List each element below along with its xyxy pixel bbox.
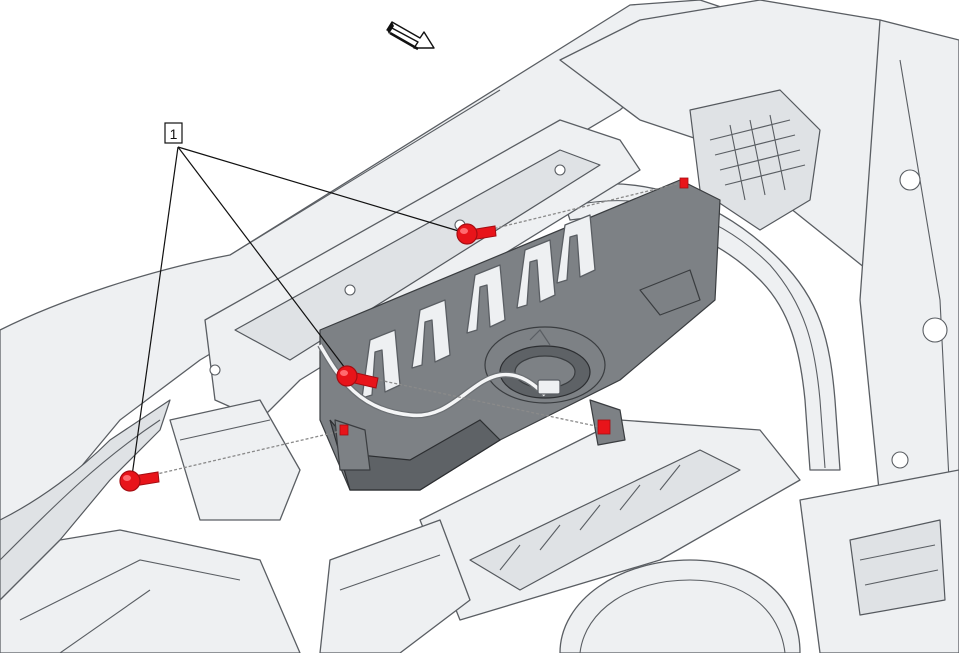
view-direction-arrow-icon xyxy=(386,21,435,51)
fastener-bolt-lower xyxy=(119,470,160,492)
callout-1: 1 xyxy=(164,122,183,144)
fastener-hole-middle xyxy=(597,419,611,435)
fastener-bolt-upper xyxy=(456,223,497,245)
callout-leader-lines xyxy=(131,146,463,477)
callout-label: 1 xyxy=(170,126,178,142)
fastener-bolt-middle xyxy=(336,365,379,389)
fastener-hole-lower xyxy=(339,424,349,436)
fastener-alignment-lines xyxy=(139,181,686,479)
fastener-hole-upper xyxy=(679,177,689,189)
lower-duct-structure xyxy=(319,419,959,653)
airbag-mounting-frame xyxy=(169,119,641,521)
